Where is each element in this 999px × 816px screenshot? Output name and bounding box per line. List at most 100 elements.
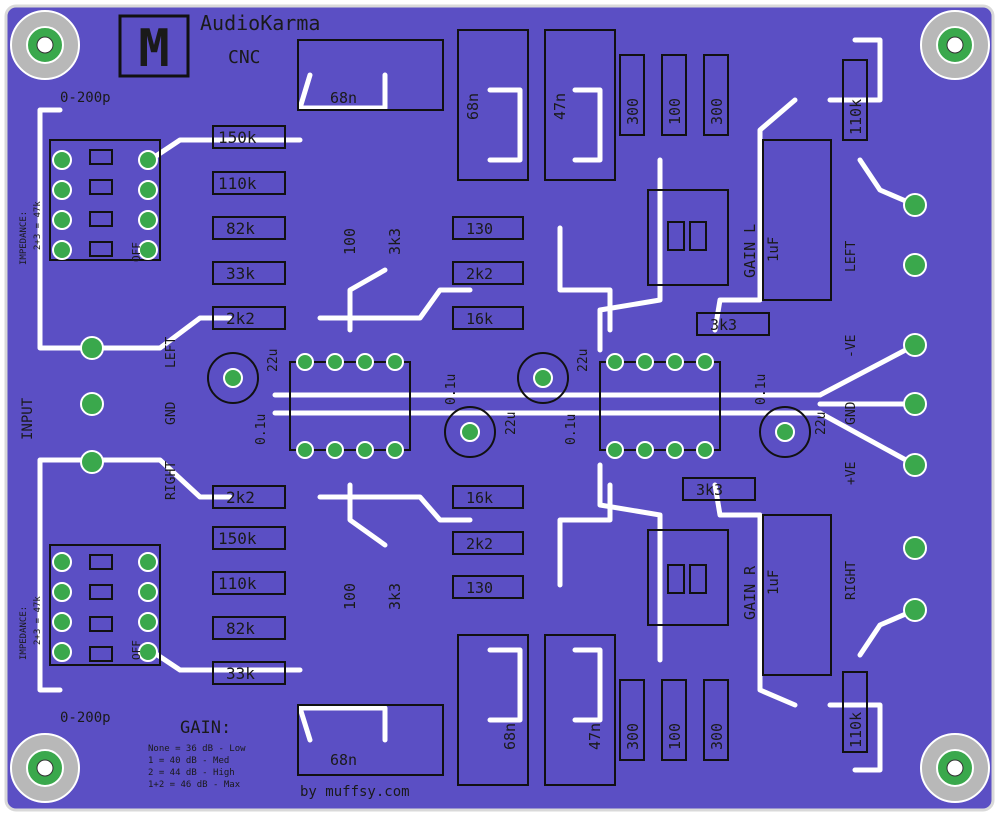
electrolytic-cap-4 bbox=[759, 406, 811, 458]
resistor-3k3-gain-top: 3k3 bbox=[710, 316, 737, 334]
impedance-label-bottom: IMPEDANCE: bbox=[19, 606, 29, 660]
mounting-hole-bottom-left bbox=[10, 733, 80, 803]
cap-47n-top: 47n bbox=[551, 93, 569, 120]
cap-68n-top-a: 68n bbox=[330, 89, 357, 107]
cap-68n-top-b: 68n bbox=[464, 93, 482, 120]
mounting-hole-bottom-right bbox=[920, 733, 990, 803]
resistor-100-top: 100 bbox=[341, 228, 359, 255]
copper-traces bbox=[37, 37, 918, 773]
gain-table-title: GAIN: bbox=[180, 718, 231, 738]
cap-22u-3: 22u bbox=[504, 412, 519, 435]
resistor-label: 150k bbox=[218, 128, 257, 147]
cap-1uf-bottom: 1uF bbox=[766, 570, 782, 595]
impedance-label-top: IMPEDANCE: bbox=[19, 211, 29, 265]
output-neg-label: -VE bbox=[844, 335, 859, 358]
gain-switch-right bbox=[647, 529, 729, 626]
output-pads bbox=[903, 193, 927, 622]
resistor-16k-bottom: 16k bbox=[466, 489, 493, 507]
cap-22u-1: 22u bbox=[266, 349, 281, 372]
resistor-label: 33k bbox=[226, 664, 255, 683]
impedance-note-top: 2+3 = 47k bbox=[33, 201, 43, 250]
output-gnd-label: GND bbox=[844, 401, 859, 425]
output-left-label: LEFT bbox=[844, 241, 859, 272]
cap-1uf-top: 1uF bbox=[766, 237, 782, 262]
gain-resistor-top-3: 300 bbox=[708, 98, 726, 125]
logo-letter: M bbox=[138, 19, 169, 79]
resistor-label: 82k bbox=[226, 619, 255, 638]
cap-value-labels: 22u 22u 22u 22u 0.1u 0.1u 0.1u 0.1u bbox=[254, 349, 829, 445]
gain-resistor-top-2: 100 bbox=[666, 98, 684, 125]
resistor-2k2-top: 2k2 bbox=[466, 265, 493, 283]
mounting-hole-top-right bbox=[920, 10, 990, 80]
gain-resistors: 300 100 300 300 100 300 3k3 3k3 110k 110… bbox=[619, 54, 868, 761]
gain-table: GAIN: None = 36 dB - Low 1 = 40 dB - Med… bbox=[148, 718, 246, 790]
cap-22u-2: 22u bbox=[576, 349, 591, 372]
cap-22u-4: 22u bbox=[814, 412, 829, 435]
resistor-label: 82k bbox=[226, 219, 255, 238]
input-label: INPUT bbox=[20, 397, 36, 440]
gain-table-row: 1 = 40 dB - Med bbox=[148, 756, 229, 766]
gain-switch-left bbox=[647, 189, 729, 286]
brand-name: AudioKarma bbox=[200, 11, 320, 35]
output-pos-label: +VE bbox=[844, 462, 859, 485]
ic-left bbox=[289, 353, 411, 459]
cap-01u-2: 0.1u bbox=[444, 374, 459, 405]
board-substrate bbox=[4, 4, 995, 812]
input-left-label: LEFT bbox=[164, 337, 179, 368]
gain-resistor-bottom-3: 300 bbox=[708, 723, 726, 750]
resistor-column-top: 150k 110k 82k 33k 2k2 bbox=[212, 125, 286, 330]
resistor-label: 2k2 bbox=[226, 488, 255, 507]
ic-right bbox=[599, 353, 721, 459]
electrolytic-cap-2 bbox=[517, 352, 569, 404]
input-gnd-label: GND bbox=[164, 401, 179, 425]
dip-switch-bottom bbox=[49, 544, 161, 666]
resistor-3k3-top: 3k3 bbox=[386, 228, 404, 255]
resistor-label: 33k bbox=[226, 264, 255, 283]
resistor-100-bottom: 100 bbox=[341, 583, 359, 610]
resistor-130-top: 130 bbox=[466, 220, 493, 238]
cap-68n-bottom-a: 68n bbox=[330, 751, 357, 769]
credit: by muffsy.com bbox=[300, 784, 410, 800]
gain-resistor-top-1: 300 bbox=[624, 98, 642, 125]
electrolytic-cap-1 bbox=[207, 352, 259, 404]
center-parts-bottom: 16k 2k2 130 100 3k3 68n 68n 47n bbox=[330, 485, 604, 769]
resistor-label: 110k bbox=[218, 174, 257, 193]
center-parts-top: 100 3k3 130 2k2 16k 68n 68n 47n bbox=[330, 89, 569, 330]
off-label-bottom: OFF bbox=[130, 640, 143, 660]
input-right-label: RIGHT bbox=[164, 461, 179, 500]
impedance-note-bottom: 2+3 = 47k bbox=[33, 596, 43, 645]
resistor-column-bottom: 2k2 150k 110k 82k 33k bbox=[212, 485, 286, 685]
resistor-16k-top: 16k bbox=[466, 310, 493, 328]
electrolytic-cap-3 bbox=[444, 406, 496, 458]
film-cap-boxes bbox=[297, 29, 832, 786]
resistor-110k-bottom: 110k bbox=[847, 712, 865, 748]
cap-01u-4: 0.1u bbox=[754, 374, 769, 405]
resistor-label: 110k bbox=[218, 574, 257, 593]
resistor-3k3-bottom: 3k3 bbox=[386, 583, 404, 610]
output-labels: LEFT -VE GND +VE RIGHT bbox=[844, 241, 859, 600]
cap-01u-1: 0.1u bbox=[254, 414, 269, 445]
input-pads bbox=[80, 336, 104, 474]
off-label-top: OFF bbox=[130, 242, 143, 262]
cap-01u-3: 0.1u bbox=[564, 414, 579, 445]
resistor-2k2-bottom: 2k2 bbox=[466, 535, 493, 553]
subtitle: CNC bbox=[228, 47, 261, 68]
resistor-3k3-gain-bottom: 3k3 bbox=[696, 481, 723, 499]
output-right-label: RIGHT bbox=[844, 561, 859, 600]
dip-switch-top bbox=[49, 139, 161, 261]
resistor-label: 2k2 bbox=[226, 309, 255, 328]
gain-resistor-bottom-1: 300 bbox=[624, 723, 642, 750]
gain-right-label: GAIN R bbox=[741, 565, 759, 620]
resistor-110k-top: 110k bbox=[847, 99, 865, 135]
resistor-130-bottom: 130 bbox=[466, 579, 493, 597]
gain-resistor-bottom-2: 100 bbox=[666, 723, 684, 750]
mounting-hole-top-left bbox=[10, 10, 80, 80]
cap-label-bottom: 0-200p bbox=[60, 710, 111, 726]
gain-table-row: None = 36 dB - Low bbox=[148, 744, 246, 754]
cap-47n-bottom: 47n bbox=[586, 723, 604, 750]
resistor-label: 150k bbox=[218, 529, 257, 548]
gain-left-label: GAIN L bbox=[741, 224, 759, 278]
logo: M bbox=[118, 14, 190, 79]
gain-table-row: 1+2 = 46 dB - Max bbox=[148, 780, 241, 790]
